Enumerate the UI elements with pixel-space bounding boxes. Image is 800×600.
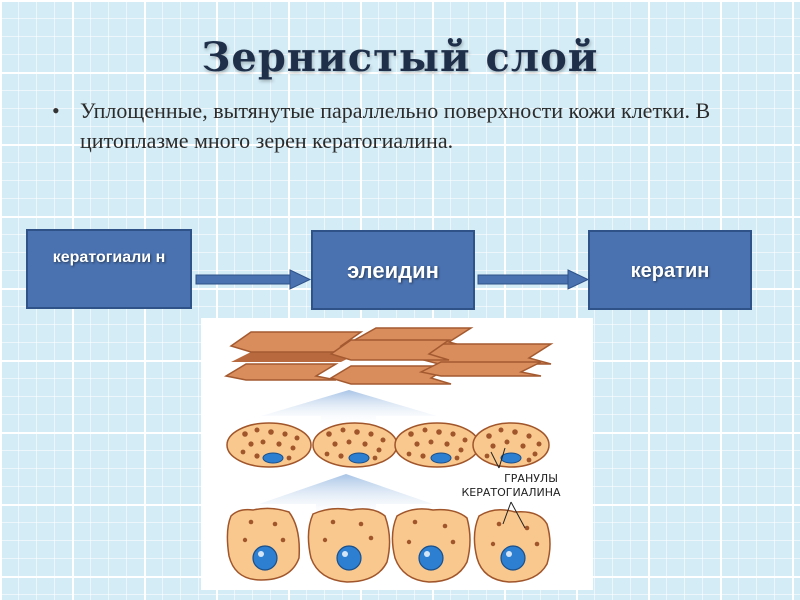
bullet-icon: • — [52, 98, 60, 123]
basal-cell — [226, 507, 301, 581]
lower-cell-row — [226, 507, 551, 583]
nucleus — [430, 452, 452, 464]
nucleus — [336, 545, 362, 571]
flow-arrow-2-icon — [477, 269, 590, 290]
granules-label-line1: ГРАНУЛЫ — [504, 472, 558, 485]
bullet-item: • Уплощенные, вытянутые параллельно пове… — [52, 96, 752, 156]
stage-box-keratin: кератин — [588, 230, 752, 310]
upward-arrow-lower-icon — [259, 474, 433, 520]
nucleus — [348, 452, 370, 464]
nucleus — [262, 452, 284, 464]
keratin-scales — [223, 327, 554, 385]
upward-arrow-upper-icon — [261, 390, 437, 426]
upper-cell-row — [226, 422, 550, 468]
cell-layers-drawing: ГРАНУЛЫ КЕРАТОГИАЛИНА — [223, 327, 561, 583]
nucleus — [500, 452, 522, 464]
nucleus — [252, 545, 278, 571]
basal-cell — [307, 507, 391, 583]
granular-layer-illustration: ГРАНУЛЫ КЕРАТОГИАЛИНА — [201, 318, 593, 590]
nucleus — [418, 545, 444, 571]
upward-arrows — [259, 390, 437, 520]
granules-label-line2: КЕРАТОГИАЛИНА — [461, 486, 561, 499]
bullet-text: Уплощенные, вытянутые параллельно поверх… — [80, 98, 711, 153]
stage-box-keratohyalin: кератогиали н — [26, 229, 192, 309]
granule-pointer-lines — [490, 447, 526, 529]
slide-title: Зернистый слой — [201, 34, 599, 81]
stage-box-eleidin: элеидин — [311, 230, 475, 310]
flow-arrow-1-icon — [195, 269, 312, 290]
nucleus — [500, 545, 526, 571]
